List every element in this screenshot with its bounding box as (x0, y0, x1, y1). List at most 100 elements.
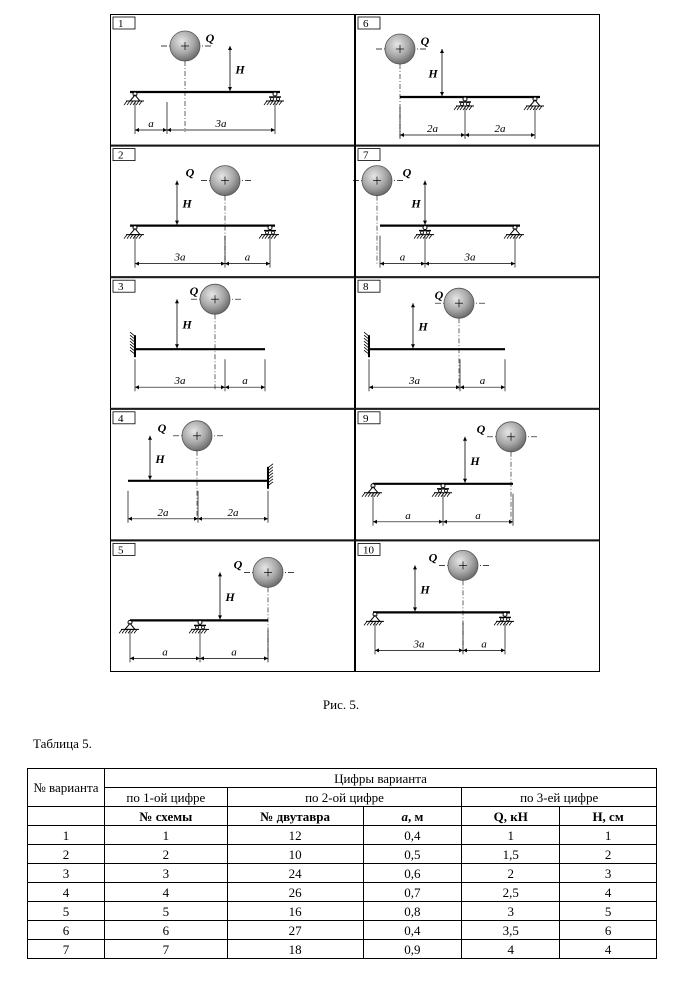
scheme-number: 2 (118, 150, 124, 162)
span-label: 3a (174, 252, 187, 264)
table-cell: 10 (226, 844, 364, 864)
fixed-wall (129, 331, 136, 358)
load-ball (244, 557, 294, 588)
roller-support (258, 225, 279, 239)
pin-support (123, 225, 144, 239)
height-dimension: H (411, 303, 428, 349)
table-cell: 2,5 (461, 882, 561, 902)
header-a-symbol: a (401, 808, 409, 824)
pin-support (123, 91, 144, 106)
span-label: 2a (427, 123, 439, 135)
height-label: H (419, 582, 430, 596)
roller-support (188, 619, 209, 634)
table-cell: 3 (103, 863, 228, 883)
load-label: Q (206, 31, 215, 45)
height-label: H (181, 318, 192, 332)
table-cell: 2 (27, 844, 105, 864)
scheme-number: 3 (118, 281, 124, 293)
header-group: Цифры варианта (103, 768, 658, 788)
table-cell: 6 (103, 920, 228, 940)
height-label: H (181, 197, 192, 211)
height-dimension: H (463, 436, 480, 483)
span-label: 3a (464, 252, 477, 264)
height-label: H (224, 590, 235, 604)
table-cell: 3 (27, 863, 105, 883)
pin-support (503, 225, 524, 239)
roller-support (413, 225, 434, 239)
table-header-row-3: № схемы № двутавра a, м Q, кН H, см (27, 806, 657, 826)
span-label: a (245, 252, 251, 264)
header-a: a, м (362, 806, 463, 826)
pin-support (363, 611, 384, 626)
span-label: 2a (495, 123, 507, 135)
table-cell: 26 (226, 882, 364, 902)
table-cell: 5 (103, 901, 228, 921)
table-cell: 27 (226, 920, 364, 940)
pin-support (361, 483, 382, 498)
scheme-panel: 2Q H 3a a (110, 145, 355, 278)
table-cell: 24 (226, 863, 364, 883)
table-cell: 0,6 (362, 863, 463, 883)
table-cell: 16 (226, 901, 364, 921)
table-cell: 4 (461, 939, 561, 959)
table-cell: 5 (559, 901, 657, 921)
load-ball (487, 421, 537, 453)
table-cell: 0,8 (362, 901, 463, 921)
load-ball (353, 165, 403, 197)
span-label: 3a (413, 638, 426, 650)
table-header-row-1: № варианта Цифры варианта (27, 768, 658, 807)
roller-support (263, 91, 284, 106)
table-cell: 3,5 (461, 920, 561, 940)
load-label: Q (186, 166, 195, 180)
height-dimension: H (228, 46, 245, 91)
load-label: Q (477, 422, 486, 436)
table-cell: 12 (226, 825, 364, 845)
height-dimension: H (413, 565, 430, 612)
header-q: Q, кН (461, 806, 561, 826)
height-dimension: H (427, 49, 444, 96)
header-scheme: № схемы (103, 806, 228, 826)
table-cell: 0,4 (362, 825, 463, 845)
table-cell: 1 (461, 825, 561, 845)
table-cell: 1 (103, 825, 228, 845)
table-cell: 6 (559, 920, 657, 940)
span-label: 3a (174, 375, 187, 387)
scheme-number: 6 (363, 18, 369, 30)
load-ball (173, 420, 223, 452)
span-label: a (400, 252, 406, 264)
height-label: H (427, 67, 438, 81)
load-ball (201, 165, 251, 197)
height-dimension: H (218, 572, 235, 620)
height-label: H (417, 320, 428, 334)
span-dimension: 2a 2a (399, 107, 536, 139)
span-dimension: 3a a (374, 622, 506, 655)
scheme-number: 5 (118, 544, 124, 556)
figure-caption: Рис. 5. (322, 697, 360, 712)
table-cell: 4 (103, 882, 228, 902)
scheme-number: 8 (363, 281, 369, 293)
scheme-number: 7 (363, 150, 369, 162)
header-variant-text: № варианта (33, 780, 99, 795)
load-label: Q (158, 421, 167, 435)
load-label: Q (435, 288, 444, 302)
span-label: 2a (228, 507, 240, 519)
table-cell: 0,4 (362, 920, 463, 940)
height-label: H (410, 197, 421, 211)
span-label: a (481, 638, 487, 650)
scheme-number: 4 (118, 413, 124, 425)
load-label: Q (234, 557, 243, 571)
table-cell: 5 (27, 901, 105, 921)
load-ball (435, 287, 485, 319)
span-label: a (405, 510, 411, 522)
